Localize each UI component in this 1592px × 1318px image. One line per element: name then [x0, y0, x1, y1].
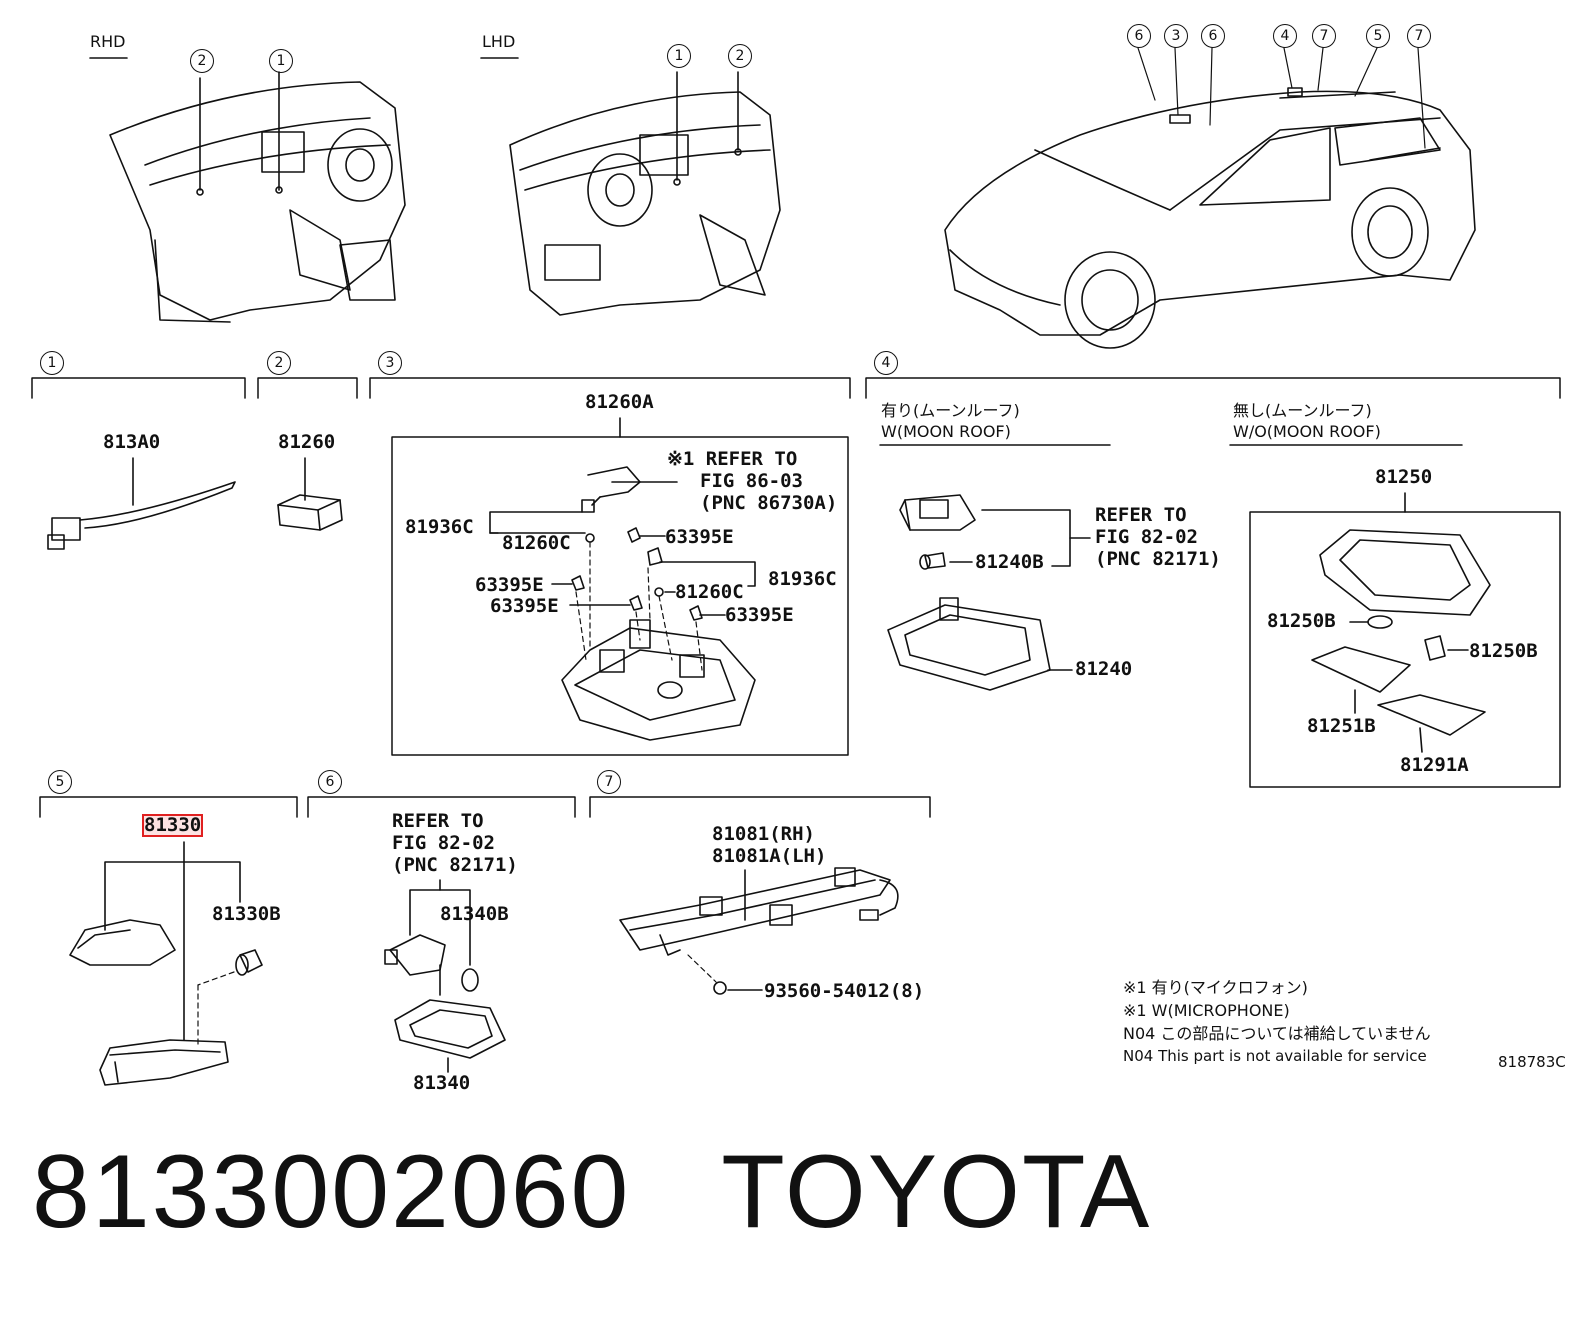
- part-label-81240: 81240: [1075, 658, 1133, 680]
- part-label-81936c-right: 81936C: [768, 568, 837, 590]
- part-label-81291a: 81291A: [1400, 754, 1469, 776]
- refer-note-line1: ※1 REFER TO: [667, 448, 798, 470]
- refer-to-82-line1: REFER TO: [1095, 504, 1187, 526]
- note-n04-jp: N04 この部品については補給していません: [1123, 1024, 1431, 1043]
- part-81240-drawing: [887, 494, 1091, 691]
- part-label-81251b: 81251B: [1307, 715, 1376, 737]
- part-label-63395e-left: 63395E: [475, 574, 544, 596]
- part-number: 8133002060: [32, 1134, 631, 1250]
- callout-3-car: 3: [1164, 24, 1188, 48]
- part-label-81250b-right: 81250B: [1469, 640, 1538, 662]
- rhd-dashboard-drawing: [109, 71, 406, 323]
- callout-7-car-a: 7: [1312, 24, 1336, 48]
- refer-to-82-line3-s6: (PNC 82171): [392, 854, 518, 876]
- section-brackets: [31, 377, 1561, 818]
- refer-note-line2: FIG 86-03: [700, 470, 803, 492]
- part-label-81260a: 81260A: [585, 391, 654, 413]
- callout-6-car-b: 6: [1201, 24, 1225, 48]
- part-81260-drawing: [277, 457, 343, 531]
- part-label-81250: 81250: [1375, 466, 1433, 488]
- callout-2-lhd: 2: [728, 44, 752, 68]
- part-label-81330b: 81330B: [212, 903, 281, 925]
- part-label-81340: 81340: [413, 1072, 471, 1094]
- callout-1-lhd: 1: [667, 44, 691, 68]
- with-moonroof-jp: 有り(ムーンルーフ): [881, 401, 1020, 420]
- part-label-81081-rh: 81081(RH): [712, 823, 815, 845]
- callout-2-rhd: 2: [190, 49, 214, 73]
- part-label-81081a-lh: 81081A(LH): [712, 845, 827, 867]
- lhd-dashboard-drawing: [509, 71, 781, 316]
- section-callout-1: 1: [40, 351, 64, 375]
- part-label-813a0: 813A0: [103, 431, 161, 453]
- car-drawing: [944, 87, 1476, 349]
- section-callout-5: 5: [48, 770, 72, 794]
- part-label-81260c-left: 81260C: [502, 532, 571, 554]
- part-label-93560-54012: 93560-54012(8): [764, 980, 925, 1002]
- part-81250-drawing: [1311, 529, 1491, 753]
- section-callout-4: 4: [874, 351, 898, 375]
- part-number-caption: 8133002060 TOYOTA: [32, 1140, 1151, 1244]
- lhd-label: LHD: [482, 32, 516, 51]
- rhd-label: RHD: [90, 32, 126, 51]
- part-label-81250b-left: 81250B: [1267, 610, 1336, 632]
- car-leaders: [1137, 47, 1426, 149]
- brand-name: TOYOTA: [721, 1134, 1152, 1250]
- part-label-63395e-right: 63395E: [725, 604, 794, 626]
- part-813a0-drawing: [47, 457, 236, 550]
- part-label-63395e-top: 63395E: [665, 526, 734, 548]
- section-callout-7: 7: [597, 770, 621, 794]
- note-microphone-jp: ※1 有り(マイクロフォン): [1123, 978, 1308, 997]
- section-callout-6: 6: [318, 770, 342, 794]
- without-moonroof-en: W/O(MOON ROOF): [1233, 422, 1381, 441]
- note-microphone-en: ※1 W(MICROPHONE): [1123, 1001, 1290, 1020]
- refer-to-82-line3: (PNC 82171): [1095, 548, 1221, 570]
- without-moonroof-jp: 無し(ムーンルーフ): [1233, 401, 1372, 420]
- part-label-81340b: 81340B: [440, 903, 509, 925]
- part-label-81260c-right: 81260C: [675, 581, 744, 603]
- callout-4-car: 4: [1273, 24, 1297, 48]
- callout-1-rhd: 1: [269, 49, 293, 73]
- part-label-81240b: 81240B: [975, 551, 1044, 573]
- callout-7-car-b: 7: [1407, 24, 1431, 48]
- with-moonroof-en: W(MOON ROOF): [881, 422, 1011, 441]
- section-callout-3: 3: [378, 351, 402, 375]
- part-81081-drawing: [619, 867, 899, 995]
- part-81260a-drawing: [489, 466, 756, 741]
- section-callout-2: 2: [267, 351, 291, 375]
- part-81340-drawing: [384, 879, 506, 1073]
- refer-note-line3: (PNC 86730A): [700, 492, 838, 514]
- refer-to-82-line2: FIG 82-02: [1095, 526, 1198, 548]
- part-label-81330-highlighted[interactable]: 81330: [141, 814, 204, 837]
- callout-6-car-a: 6: [1127, 24, 1151, 48]
- refer-to-82-line1-s6: REFER TO: [392, 810, 484, 832]
- part-label-81936c-left: 81936C: [405, 516, 474, 538]
- note-n04-en: N04 This part is not available for servi…: [1123, 1047, 1427, 1065]
- callout-5-car: 5: [1366, 24, 1390, 48]
- refer-to-82-line2-s6: FIG 82-02: [392, 832, 495, 854]
- part-label-63395e-mid: 63395E: [490, 595, 559, 617]
- part-label-81260: 81260: [278, 431, 336, 453]
- part-81330-drawing: [69, 841, 263, 1086]
- figure-code: 818783C: [1498, 1053, 1566, 1071]
